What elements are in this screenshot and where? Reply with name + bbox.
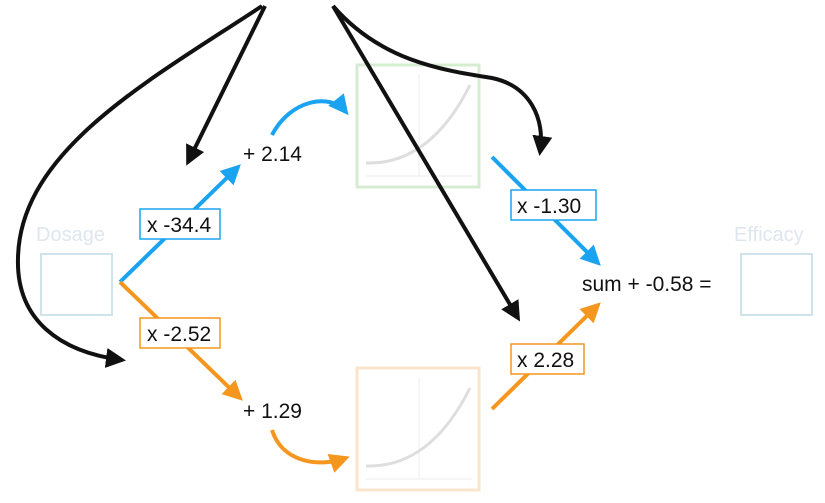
top-output-weight-label: x -1.30 xyxy=(517,195,581,218)
input-node xyxy=(40,253,113,316)
bottom-weight-box xyxy=(139,317,221,349)
sum-label: sum + -0.58 = xyxy=(582,273,712,296)
bottom-node-frame xyxy=(355,366,481,492)
top-bias-label: + 2.14 xyxy=(243,143,302,166)
top-weight-box xyxy=(139,208,221,240)
input-label: Dosage xyxy=(36,224,105,246)
arrow-icon xyxy=(186,5,267,166)
arrow-icon xyxy=(331,4,553,156)
bottom-bias-arrow xyxy=(270,429,350,473)
bottom-weight-label: x -2.52 xyxy=(147,323,211,346)
top-output-weight-box xyxy=(510,189,597,221)
bottom-output-weight-box xyxy=(510,343,585,375)
activation-curve-icon xyxy=(365,84,472,165)
top-bias-arrow xyxy=(270,93,349,136)
arrow-icon xyxy=(15,4,264,368)
top-node-frame xyxy=(355,63,481,189)
output-label: Efficacy xyxy=(734,224,804,246)
activation-curve-icon xyxy=(365,387,472,468)
arrow-icon xyxy=(331,4,521,322)
bottom-output-weight-label: x 2.28 xyxy=(517,349,574,372)
bottom-bias-label: + 1.29 xyxy=(243,400,302,423)
top-activation-node xyxy=(355,63,481,189)
output-node xyxy=(740,253,813,316)
top-weight-label: x -34.4 xyxy=(147,214,212,237)
bottom-activation-node xyxy=(355,366,481,492)
